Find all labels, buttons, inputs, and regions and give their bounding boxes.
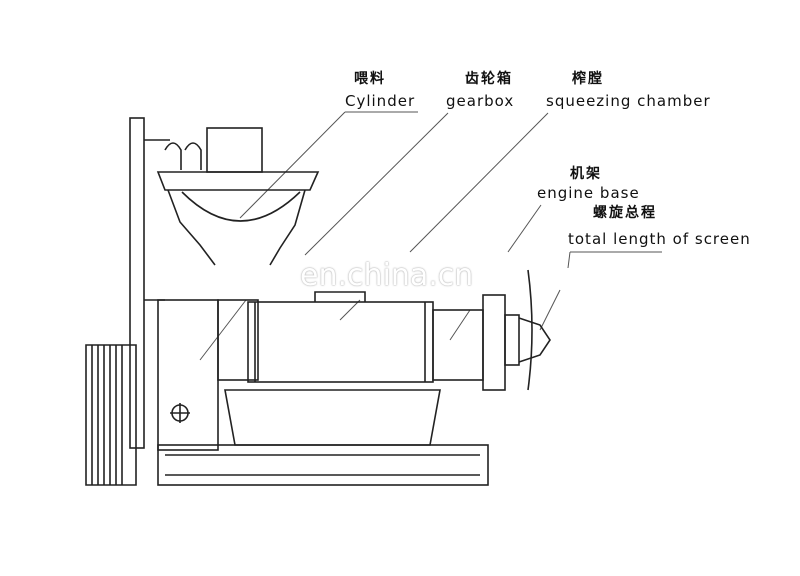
label-cylinder-en: Cylinder <box>345 92 416 110</box>
gearbox-body <box>157 299 259 451</box>
leader-base <box>507 204 542 253</box>
label-gearbox-cn: 齿轮箱 <box>465 71 513 87</box>
label-cylinder-cn: 喂料 <box>354 71 386 87</box>
hopper <box>156 127 320 266</box>
label-gearbox-en: gearbox <box>446 92 515 110</box>
engine-base-frame <box>157 444 489 486</box>
label-base-en: engine base <box>537 184 640 202</box>
watermark: en.china.cn <box>300 258 474 293</box>
leader-chamber <box>409 112 549 253</box>
label-base-cn: 机架 <box>570 166 602 182</box>
label-chamber-en: squeezing chamber <box>546 92 711 110</box>
discharge-end <box>432 269 551 391</box>
leader-lines <box>199 111 662 361</box>
leader-cylinder <box>239 111 418 219</box>
leader-screw <box>567 251 662 269</box>
label-screw-cn: 螺旋总程 <box>593 205 657 221</box>
leader-gearbox <box>304 112 449 256</box>
label-screw-en: total length of screen <box>568 230 751 248</box>
label-chamber-cn: 榨膛 <box>572 71 604 87</box>
pulley <box>85 344 137 486</box>
